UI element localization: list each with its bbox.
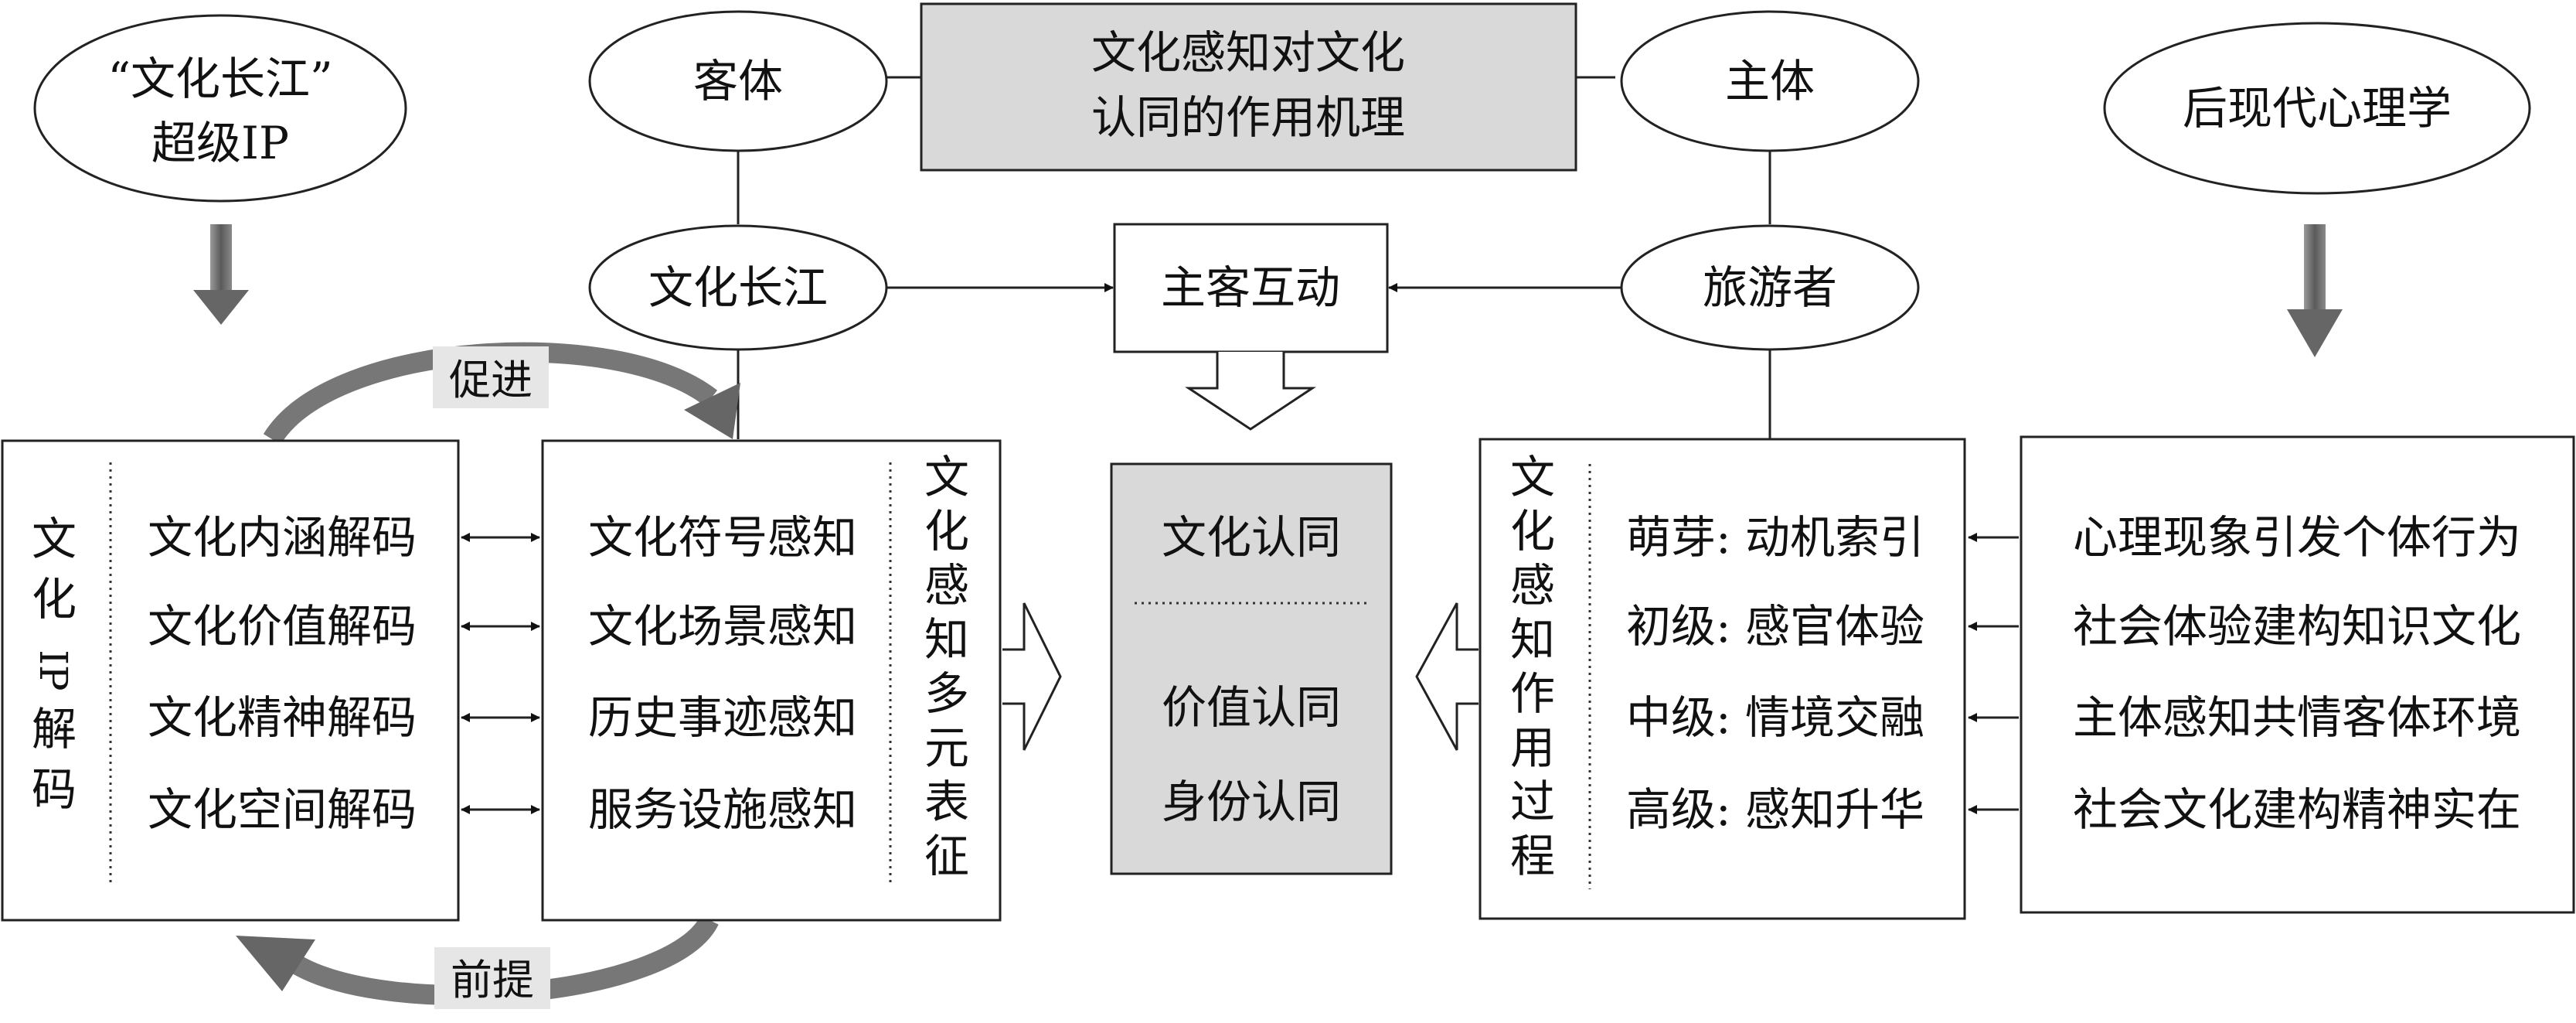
- process-side-char: 作: [1510, 667, 1555, 720]
- double-arrows: [461, 533, 540, 814]
- identity-self: 身份认同: [1162, 776, 1341, 828]
- decoding-item: 文化内涵解码: [148, 511, 417, 564]
- ip-ellipse-line-1: “文化长江”: [107, 53, 332, 105]
- perception-side-char: 表: [924, 776, 969, 828]
- perception-side-char: 多: [924, 667, 969, 720]
- object-label: 客体: [693, 55, 783, 107]
- perception-item: 文化符号感知: [588, 511, 857, 564]
- perception-side-char: 文: [924, 451, 969, 503]
- title-box: 文化感知对文化 认同的作用机理: [920, 2, 1577, 172]
- psych-item: 社会文化建构精神实在: [2073, 783, 2521, 836]
- process-side-char: 程: [1510, 830, 1555, 882]
- decoding-side-char: 文: [32, 513, 77, 565]
- perception-side-char: 知: [924, 613, 969, 666]
- decoding-side-char: IP: [31, 650, 76, 691]
- decoding-item: 文化价值解码: [148, 600, 417, 653]
- psych-item: 心理现象引发个体行为: [2073, 511, 2521, 564]
- interaction-down-arrow: [1185, 352, 1316, 431]
- perception-side-char: 感: [924, 559, 969, 612]
- psychology-down-arrow: [2287, 224, 2343, 357]
- process-side-char: 知: [1510, 613, 1555, 666]
- yangtze-ellipse: 文化长江: [588, 224, 888, 351]
- decoding-side-char: 解: [32, 703, 77, 755]
- identity-value: 价值认同: [1162, 681, 1341, 734]
- perception-side-char: 元: [924, 721, 969, 774]
- decoding-side-char: 码: [32, 763, 77, 816]
- process-item: 萌芽: 动机索引: [1626, 511, 1924, 564]
- perception-item: 服务设施感知: [588, 783, 857, 836]
- process-side-char: 过: [1510, 776, 1555, 828]
- tourist-label: 旅游者: [1703, 261, 1837, 314]
- perception-to-identity-arrow: [1002, 602, 1062, 751]
- identity-main: 文化认同: [1162, 511, 1341, 564]
- premise-label: 前提: [451, 956, 534, 1004]
- tourist-ellipse: 旅游者: [1620, 224, 1920, 351]
- interaction-box: 主客互动: [1113, 223, 1389, 353]
- decoding-item: 文化精神解码: [148, 691, 417, 744]
- identity-box: 文化认同 价值认同 身份认同: [1110, 462, 1393, 875]
- ip-ellipse: “文化长江” 超级IP: [33, 14, 407, 203]
- psych-item: 社会体验建构知识文化: [2073, 600, 2521, 653]
- perception-side-char: 化: [924, 505, 969, 558]
- promote-label: 促进: [449, 356, 533, 404]
- process-side-char: 用: [1510, 721, 1555, 774]
- title-line-2: 认同的作用机理: [1091, 91, 1405, 144]
- process-item: 高级: 感知升华: [1626, 783, 1924, 836]
- perception-item: 文化场景感知: [588, 600, 857, 653]
- process-side-char: 文: [1510, 451, 1555, 503]
- decoding-side-char: 化: [32, 573, 77, 626]
- process-item: 中级: 情境交融: [1626, 691, 1924, 744]
- yangtze-label: 文化长江: [648, 261, 828, 314]
- process-box: 文 化 感 知 作 用 过 程 萌芽: 动机索引 初级: 感官体验 中级: 情境…: [1479, 438, 1966, 920]
- interaction-label: 主客互动: [1161, 261, 1340, 314]
- psychology-box: 心理现象引发个体行为 社会体验建构知识文化 主体感知共情客体环境 社会文化建构精…: [2020, 435, 2575, 914]
- title-line-1: 文化感知对文化: [1091, 26, 1405, 79]
- psychology-ellipse: 后现代心理学: [2103, 22, 2531, 195]
- decoding-box: 文 化 IP 解 码 文化内涵解码 文化价值解码 文化精神解码 文化空间解码: [1, 439, 460, 922]
- process-to-identity-arrow: [1415, 602, 1479, 751]
- psych-to-process-arrows: [1968, 533, 2019, 814]
- process-side-char: 化: [1510, 505, 1555, 558]
- psychology-label: 后现代心理学: [2183, 82, 2452, 135]
- perception-side-char: 征: [924, 830, 969, 882]
- perception-box: 文化符号感知 文化场景感知 历史事迹感知 服务设施感知 文 化 感 知 多 元 …: [541, 439, 1002, 922]
- subject-ellipse: 主体: [1620, 10, 1920, 152]
- process-item: 初级: 感官体验: [1626, 600, 1924, 653]
- perception-item: 历史事迹感知: [588, 691, 857, 744]
- ip-down-arrow: [193, 224, 249, 325]
- subject-label: 主体: [1725, 55, 1815, 107]
- process-side-char: 感: [1510, 559, 1555, 612]
- ip-ellipse-line-2: 超级IP: [151, 117, 289, 169]
- decoding-item: 文化空间解码: [148, 783, 417, 836]
- object-ellipse: 客体: [588, 10, 888, 152]
- psych-item: 主体感知共情客体环境: [2073, 691, 2521, 744]
